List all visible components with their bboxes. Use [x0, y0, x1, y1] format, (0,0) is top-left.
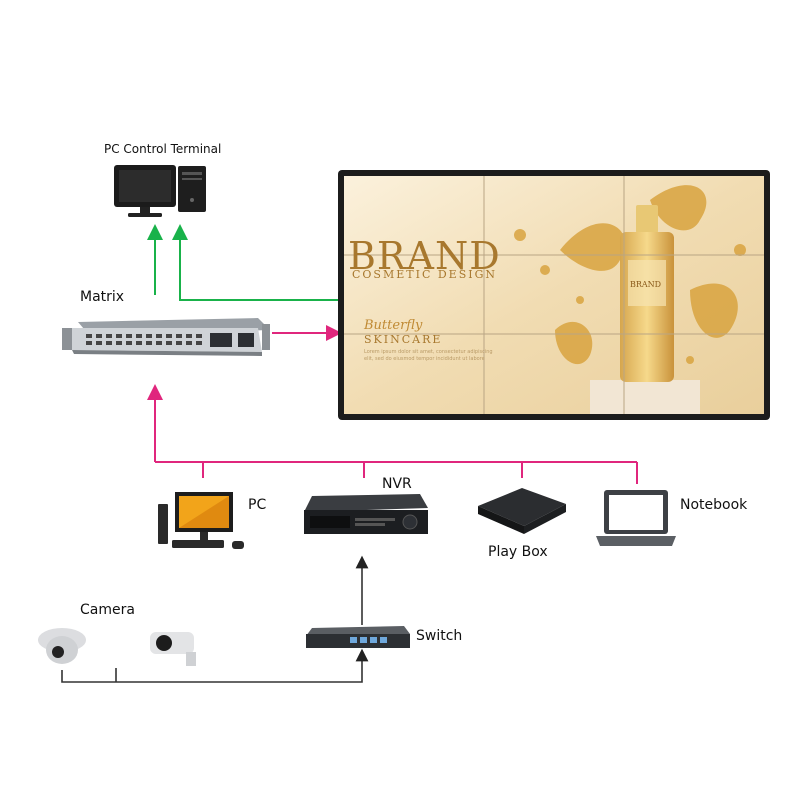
pc-control-terminal-icon — [114, 165, 206, 217]
wall-filler-line-1: Lorem ipsum dolor sit amet, consectetur … — [364, 349, 493, 355]
bullet-camera-icon — [150, 632, 196, 666]
notebook-label: Notebook — [680, 497, 748, 513]
wall-filler-line-2: elit, sed do eiusmod tempor incididunt u… — [364, 356, 485, 362]
magenta-bus-to-matrix — [147, 384, 638, 484]
dome-camera-icon — [38, 628, 86, 664]
camera-label: Camera — [80, 602, 135, 618]
nvr-icon — [304, 494, 428, 534]
black-camera-links — [61, 555, 369, 683]
matrix-label: Matrix — [80, 289, 125, 305]
switch-icon — [306, 626, 410, 648]
notebook-icon — [596, 490, 676, 546]
pc-label: PC — [248, 497, 267, 513]
play-box-icon — [478, 488, 566, 534]
wall-script-text: Butterfly — [364, 318, 423, 333]
bottle-brand-text: BRAND — [630, 280, 662, 289]
wall-brand-text: BRAND — [348, 234, 501, 278]
nvr-label: NVR — [382, 476, 412, 492]
video-wall — [338, 170, 770, 420]
matrix-device-icon — [62, 318, 270, 356]
pc-control-terminal-label: PC Control Terminal — [104, 142, 222, 156]
pc-icon — [158, 492, 244, 549]
green-arrow-right — [172, 224, 340, 301]
play-box-label: Play Box — [488, 544, 548, 560]
switch-label: Switch — [416, 628, 463, 644]
wall-skincare-text: SKINCARE — [364, 333, 443, 346]
wall-subtitle-text: COSMETIC DESIGN — [352, 268, 498, 281]
